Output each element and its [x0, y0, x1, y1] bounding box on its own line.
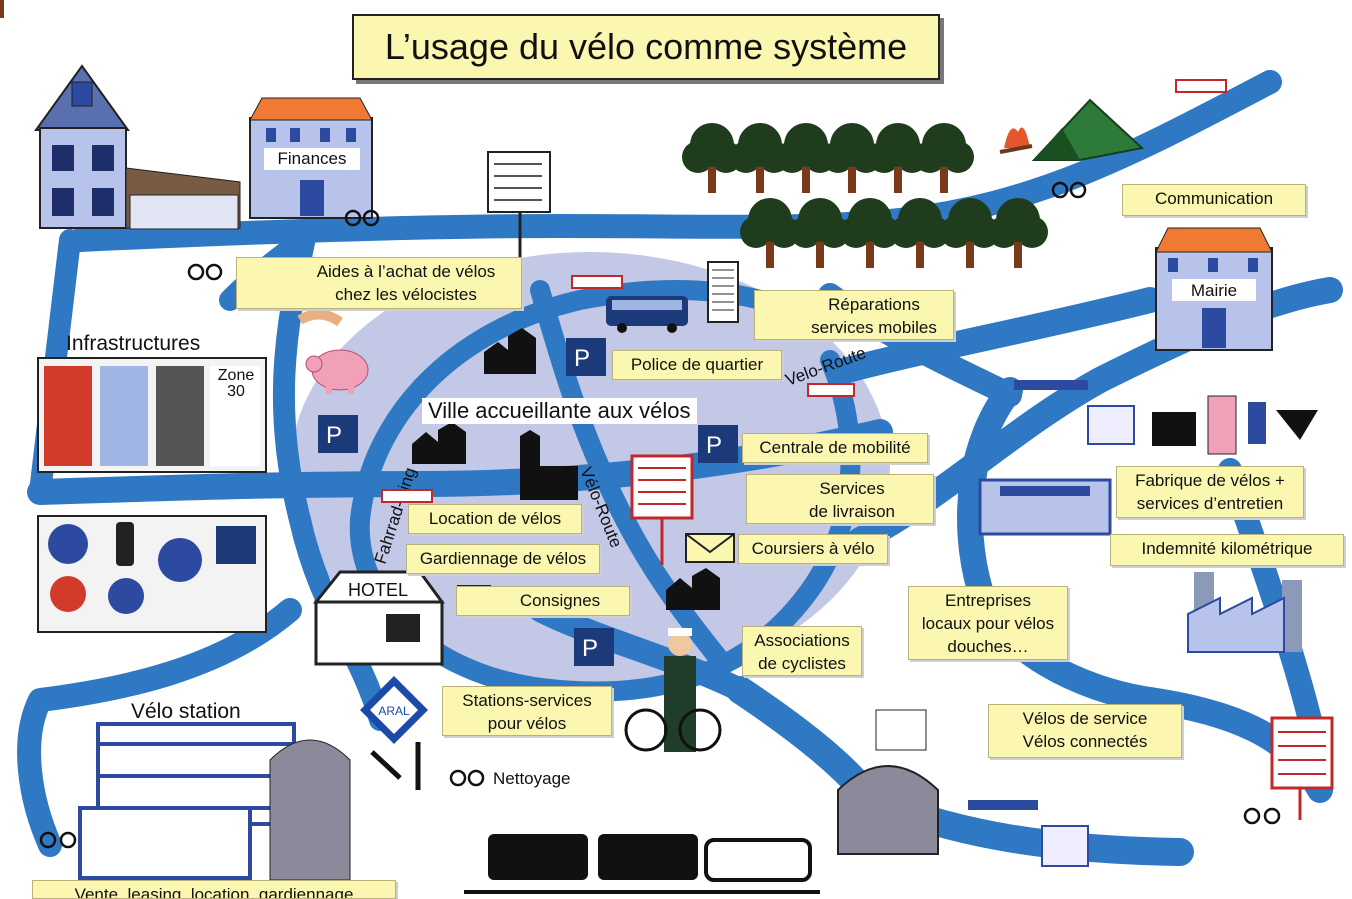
mairie-label: Mairie [1191, 281, 1237, 300]
zone30-label: Zone [218, 367, 255, 384]
bike-shelter-icon [968, 380, 1135, 867]
police-officer-icon [624, 628, 722, 752]
box-communication: Communication [1122, 184, 1306, 216]
box-gardiennage: Gardiennage de vélos [406, 544, 600, 574]
station-building-icon [837, 709, 939, 855]
hotel-label: HOTEL [348, 580, 408, 600]
direction-signpost-icon [630, 454, 694, 565]
tent-icon [1031, 98, 1145, 161]
parking-bike-icon: P P P P [318, 338, 738, 666]
mairie-building-icon [1155, 227, 1273, 351]
fuel-station-icon [360, 676, 428, 744]
svg-text:P: P [706, 432, 722, 459]
aral-label: ARAL [378, 704, 410, 718]
zone30-number: 30 [227, 383, 245, 400]
train-icon [464, 834, 820, 894]
box-centrale-mobilite: Centrale de mobilité [742, 433, 928, 463]
box-consignes: Consignes [456, 586, 630, 616]
office-tower-icon [707, 261, 739, 323]
page-title: L’usage du vélo comme système [352, 14, 940, 80]
svg-text:P: P [582, 635, 598, 662]
forest-icon [0, 0, 1048, 268]
finances-label: Finances [278, 149, 347, 168]
traffic-signs-panel [37, 357, 267, 633]
infrastructures-label: Infrastructures [66, 332, 201, 355]
small-arrow-sign-icon [381, 79, 1227, 503]
box-indemnite: Indemnité kilométrique [1110, 534, 1344, 566]
factory-icon [1187, 572, 1302, 653]
signpost-icon [487, 151, 551, 268]
box-coursiers: Coursiers à vélo [738, 534, 888, 564]
box-vente-leasing: Vente, leasing, location, gardiennage [32, 880, 396, 899]
direction-signpost-right-icon [1270, 716, 1334, 820]
svg-text:P: P [326, 422, 342, 449]
bus-icon [606, 296, 688, 333]
luggage-clothes-icon [1152, 395, 1318, 455]
ville-accueillante-label: Ville accueillante aux vélos [422, 398, 697, 424]
house-icon [34, 64, 241, 230]
town-silhouette-icon [412, 328, 720, 610]
velo-station-building-icon [78, 722, 351, 881]
box-police: Police de quartier [612, 350, 782, 380]
box-location: Location de vélos [408, 504, 582, 534]
velo-station-label: Vélo station [131, 700, 241, 723]
campfire-icon [999, 127, 1033, 154]
svg-text:P: P [574, 345, 590, 372]
piggy-bank-icon [297, 309, 369, 394]
box-fabrique: Fabrique de vélos +services d’entretien [1116, 466, 1304, 518]
wrench-pump-icon [370, 742, 421, 790]
finances-building-icon [249, 97, 373, 219]
shop-building-icon [978, 478, 1112, 536]
nettoyage-label: Nettoyage [493, 769, 571, 788]
hotel-icon [312, 570, 445, 666]
envelope-icon [685, 533, 735, 563]
